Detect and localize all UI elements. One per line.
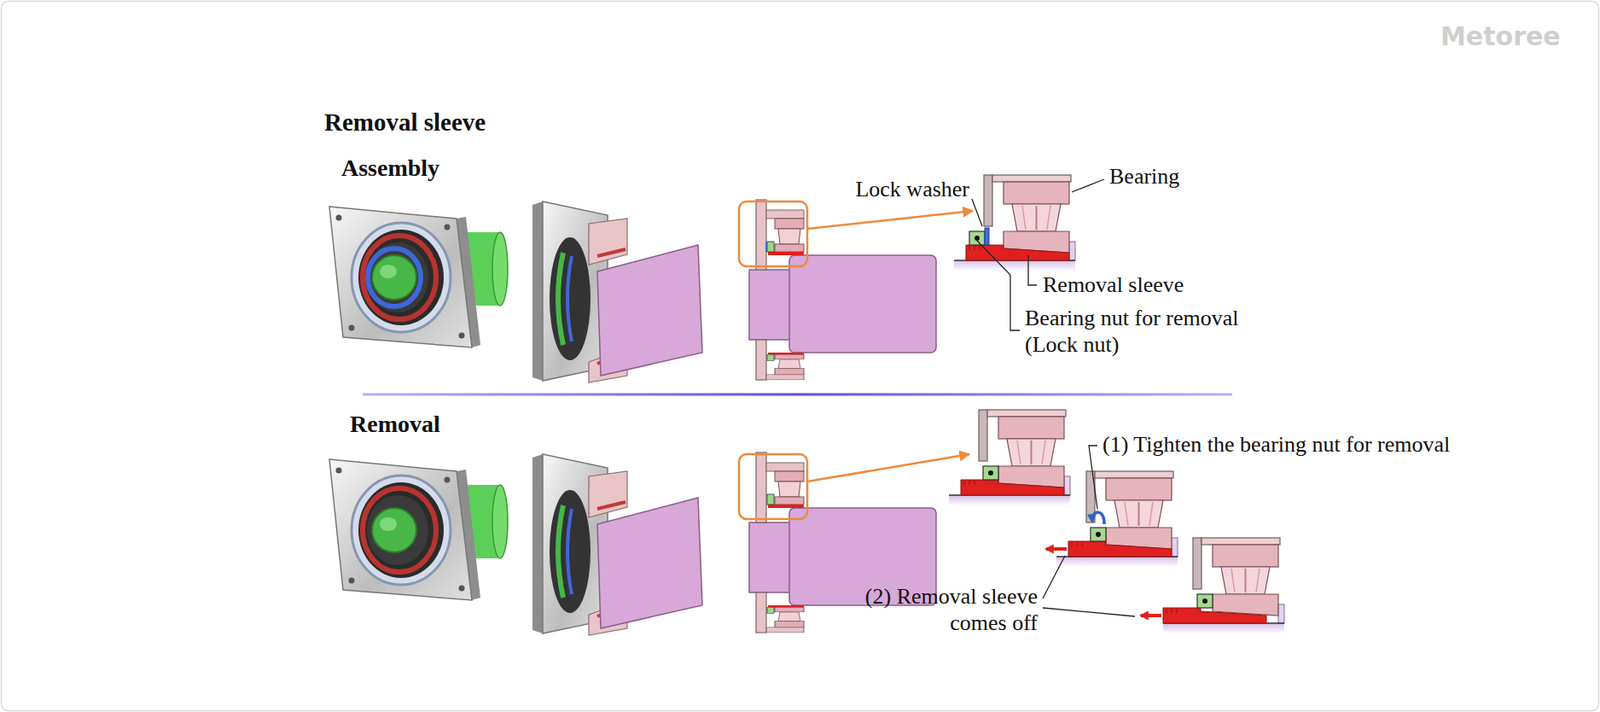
pull-arrow bbox=[1046, 546, 1067, 551]
removal-detail-start bbox=[960, 479, 1065, 495]
removal-detail-off bbox=[1163, 607, 1267, 623]
lock-washer-section bbox=[765, 241, 768, 252]
housing-front-view bbox=[329, 206, 508, 348]
removal-detail-off bbox=[1140, 537, 1285, 634]
part-label: Bearing nut for removal (Lock nut) bbox=[1024, 304, 1257, 358]
removal-detail-off bbox=[1163, 537, 1285, 634]
removal-detail-start bbox=[948, 409, 1071, 506]
assembly-detail bbox=[954, 174, 1076, 271]
zoom-arrow bbox=[807, 210, 973, 229]
divider-line bbox=[362, 393, 1233, 396]
pull-arrow bbox=[1140, 613, 1162, 617]
leader-line bbox=[1071, 179, 1105, 192]
removal-detail-tighten bbox=[1090, 527, 1106, 542]
diagram-title: Removal sleeve bbox=[324, 107, 486, 138]
zoom-arrow bbox=[807, 453, 970, 482]
removal-detail-tighten bbox=[1046, 471, 1178, 567]
removal-detail-tighten bbox=[1068, 541, 1172, 557]
housing-front-view bbox=[329, 459, 508, 600]
assembly-detail bbox=[965, 244, 1070, 261]
leader-line bbox=[971, 198, 983, 227]
step-label: (1) Tighten the bearing nut for removal bbox=[1102, 430, 1450, 458]
lock-washer-part bbox=[984, 227, 990, 245]
part-label: Lock washer bbox=[855, 175, 970, 203]
housing-cutaway bbox=[532, 201, 703, 383]
part-label: Removal sleeve bbox=[1042, 271, 1184, 298]
part-label: Bearing bbox=[1109, 162, 1180, 190]
assembly-detail bbox=[969, 231, 985, 245]
removal-detail-start bbox=[948, 409, 1071, 506]
leader-line bbox=[1042, 555, 1065, 599]
watermark: Metoree bbox=[1440, 21, 1561, 53]
lock-washer-ring bbox=[367, 248, 421, 307]
leader-line bbox=[1088, 445, 1098, 509]
assembly-detail bbox=[954, 174, 1076, 271]
shaft-cross-section bbox=[738, 199, 937, 380]
housing-cutaway bbox=[532, 453, 703, 635]
leader-line bbox=[1042, 607, 1135, 617]
section-heading: Removal bbox=[349, 409, 441, 439]
removal-detail-off bbox=[1197, 593, 1213, 608]
turn-arrow bbox=[1092, 512, 1105, 524]
step-label: (2) Removal sleeve comes off bbox=[851, 582, 1038, 636]
section-heading: Assembly bbox=[341, 153, 440, 183]
removal-detail-start bbox=[983, 465, 999, 480]
removal-detail-tighten bbox=[1056, 471, 1178, 567]
leader-line bbox=[1028, 255, 1037, 286]
assembly-row bbox=[329, 174, 1105, 383]
leader-line bbox=[977, 240, 1020, 331]
